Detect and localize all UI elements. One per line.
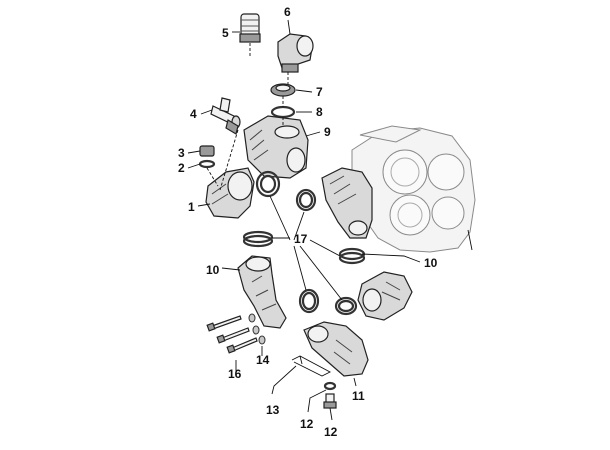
callout-14: 13 <box>266 403 280 417</box>
callout-13: 12 <box>300 417 314 431</box>
part-14-bracket <box>291 355 331 377</box>
part-7-nut <box>270 83 296 97</box>
callout-10-left: 10 <box>206 263 220 277</box>
part-6-elbow <box>277 33 314 73</box>
callout-11: 11 <box>352 389 365 403</box>
part-8-o-ring <box>270 105 296 119</box>
callout-6: 6 <box>284 5 291 19</box>
part-10-manifold-right <box>357 271 413 321</box>
part-11-lower-manifold <box>303 321 369 377</box>
callout-3: 3 <box>178 146 185 160</box>
callout-labels: 5 6 7 8 4 9 3 2 1 17 10 10 14 16 13 11 1… <box>178 5 438 431</box>
callout-15: 14 <box>256 353 270 367</box>
part-1-manifold <box>205 167 255 219</box>
part-10-manifold-left <box>237 255 287 329</box>
part-4-tee-fitting <box>210 97 241 135</box>
callout-7: 7 <box>316 85 323 99</box>
callout-8: 8 <box>316 105 323 119</box>
o-rings-17 <box>242 170 366 316</box>
part-2-washer <box>198 159 216 169</box>
part-5-nipple <box>239 13 261 43</box>
callout-9: 9 <box>324 125 331 139</box>
leader-lines <box>187 19 421 421</box>
part-9-housing <box>243 115 309 179</box>
callout-5: 5 <box>222 26 229 40</box>
assembly-lines <box>206 43 289 191</box>
callout-17: 17 <box>294 232 308 246</box>
part-3-plug <box>199 145 215 157</box>
callout-1: 1 <box>188 200 195 214</box>
callout-10-right: 10 <box>424 256 438 270</box>
callout-12-label: 12 <box>324 425 338 439</box>
callout-2: 2 <box>178 161 185 175</box>
part-12-plug <box>323 393 337 409</box>
callout-16: 16 <box>228 367 242 381</box>
part-13-washer <box>323 381 337 391</box>
bolts-16 <box>206 315 258 354</box>
engine-block <box>351 125 476 253</box>
housing-engine-side <box>321 167 373 239</box>
washers-15 <box>248 313 266 345</box>
callout-4: 4 <box>190 107 197 121</box>
